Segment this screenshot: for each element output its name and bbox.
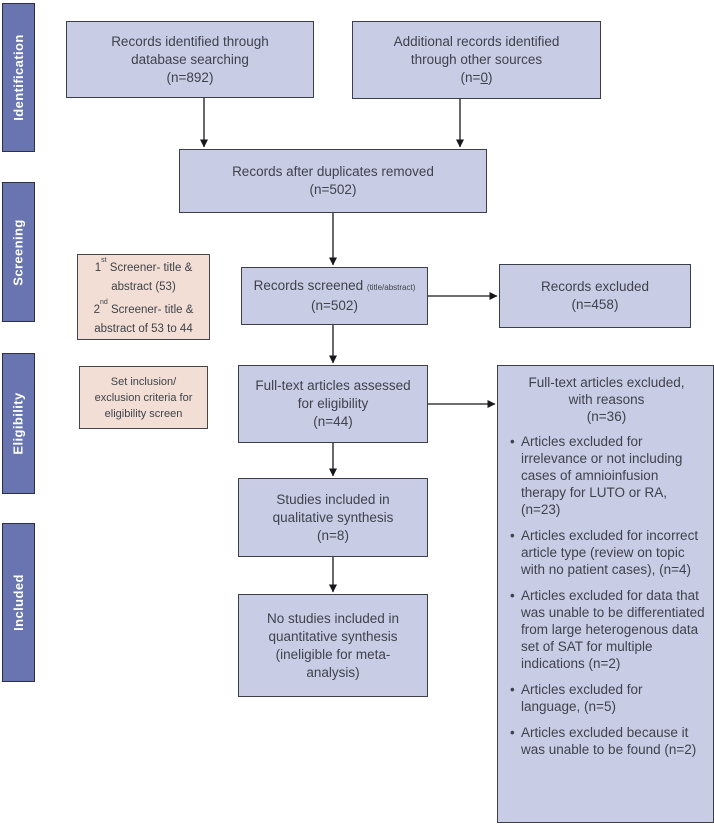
stage-identification: Identification [2, 3, 35, 152]
ordinal-superscript: st [101, 257, 107, 265]
box-line: Records excluded [540, 279, 650, 294]
box-line: Studies included in [276, 491, 390, 507]
box-line: qualitative synthesis [272, 509, 394, 525]
box-line: (n=892) [166, 69, 214, 85]
box-duplicates-removed: Records after duplicates removed (n=502) [179, 149, 487, 213]
stage-label: Screening [11, 218, 26, 286]
title-abstract-small-text: (title/abstract) [366, 283, 416, 292]
box-records-identified: Records identified through database sear… [66, 21, 314, 98]
stage-screening: Screening [2, 182, 35, 322]
box-line: (n=44) [313, 414, 353, 429]
bullet-item: Articles excluded for irrelevance or not… [508, 433, 705, 518]
ordinal-superscript: nd [99, 299, 108, 306]
stage-label: Eligibility [11, 392, 26, 455]
box-additional-records: Additional records identified through ot… [352, 21, 601, 99]
box-line: No studies included in [266, 610, 400, 626]
box-fulltext-excluded-reasons: Full-text articles excluded, with reason… [497, 365, 714, 823]
reasons-header-line: (n=36) [586, 409, 627, 424]
box-line: through other sources [410, 52, 543, 67]
note-line: Set inclusion/ [110, 375, 177, 388]
box-line: for eligibility [297, 396, 369, 411]
box-line: quantitative synthesis [268, 628, 398, 644]
bullet-item: Articles excluded for data that was unab… [508, 587, 705, 672]
bullet-item: Articles excluded for incorrect article … [508, 527, 705, 578]
box-line: Records identified through [111, 33, 269, 49]
stage-label: Included [11, 574, 26, 631]
stage-eligibility: Eligibility [2, 353, 35, 494]
box-line: (ineligible for meta- [275, 646, 391, 662]
bullet-item: Articles excluded because it was unable … [508, 724, 705, 758]
stage-included: Included [2, 523, 35, 682]
reasons-header-line: Full-text articles excluded, [528, 375, 685, 390]
note-screeners: 1st Screener- title & abstract (53) 2nd … [77, 254, 210, 340]
note-line: abstract (53) [111, 281, 176, 293]
box-qualitative-synthesis: Studies included in qualitative synthesi… [238, 478, 428, 557]
bullet-item: Articles excluded for language, (n=5) [508, 681, 705, 715]
box-line: (n=502) [309, 182, 357, 197]
note-line: 2nd Screener- title & [93, 299, 194, 316]
note-criteria: Set inclusion/ exclusion criteria for el… [79, 366, 208, 429]
box-fulltext-assessed: Full-text articles assessed for eligibil… [238, 365, 428, 443]
box-records-excluded: Records excluded (n=458) [499, 264, 691, 328]
box-line: Full-text articles assessed [255, 378, 411, 393]
box-line: analysis) [306, 664, 360, 680]
reasons-header-line: with reasons [568, 392, 645, 407]
box-quantitative-synthesis: No studies included in quantitative synt… [238, 594, 428, 697]
box-line: Additional records identified [393, 34, 560, 49]
note-line: abstract of 53 to 44 [94, 322, 193, 335]
box-line: database searching [131, 51, 249, 67]
box-line: (n=458) [571, 297, 619, 312]
stage-label: Identification [11, 34, 26, 121]
box-line: (n=502) [311, 298, 358, 313]
underlined-zero: 0 [480, 70, 488, 85]
note-line: exclusion criteria for [94, 391, 193, 404]
note-line: eligibility screen [104, 407, 183, 420]
box-line: Records screened (title/abstract) [253, 278, 416, 293]
box-line-count: (n=0) [460, 70, 493, 85]
note-line: 1st Screener- title & [94, 257, 193, 274]
box-line: (n=8) [317, 527, 349, 543]
box-line: Records after duplicates removed [232, 164, 434, 179]
reasons-bullet-list: Articles excluded for irrelevance or not… [508, 433, 705, 758]
box-records-screened: Records screened (title/abstract) (n=502… [241, 267, 428, 325]
